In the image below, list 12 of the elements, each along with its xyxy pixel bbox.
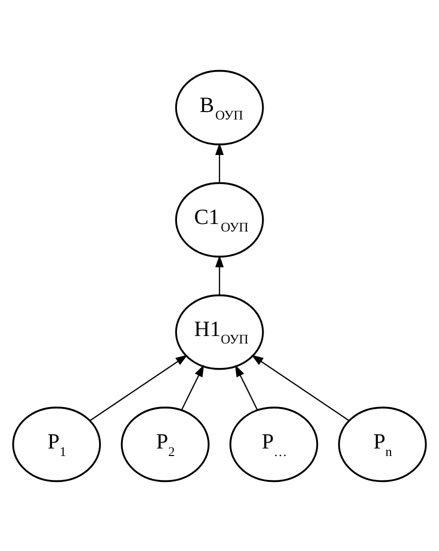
node-ellipse: Р$_{1}$: [12, 406, 101, 482]
arrow: [215, 142, 224, 182]
node-ellipse: В$_{ОУП}$: [175, 69, 264, 145]
node-ellipse: Р$_{2}$: [120, 406, 210, 482]
node-ellipse: Р$_{n}$: [338, 406, 427, 482]
node-ellipse: С1$_{ОУП}$: [175, 182, 264, 258]
arrow: [90, 354, 188, 421]
arrow: [234, 364, 258, 410]
arrow: [251, 354, 350, 421]
arrow: [215, 254, 224, 295]
arrow: [180, 364, 204, 410]
node-ellipse: Р$_{…}$: [229, 406, 318, 482]
